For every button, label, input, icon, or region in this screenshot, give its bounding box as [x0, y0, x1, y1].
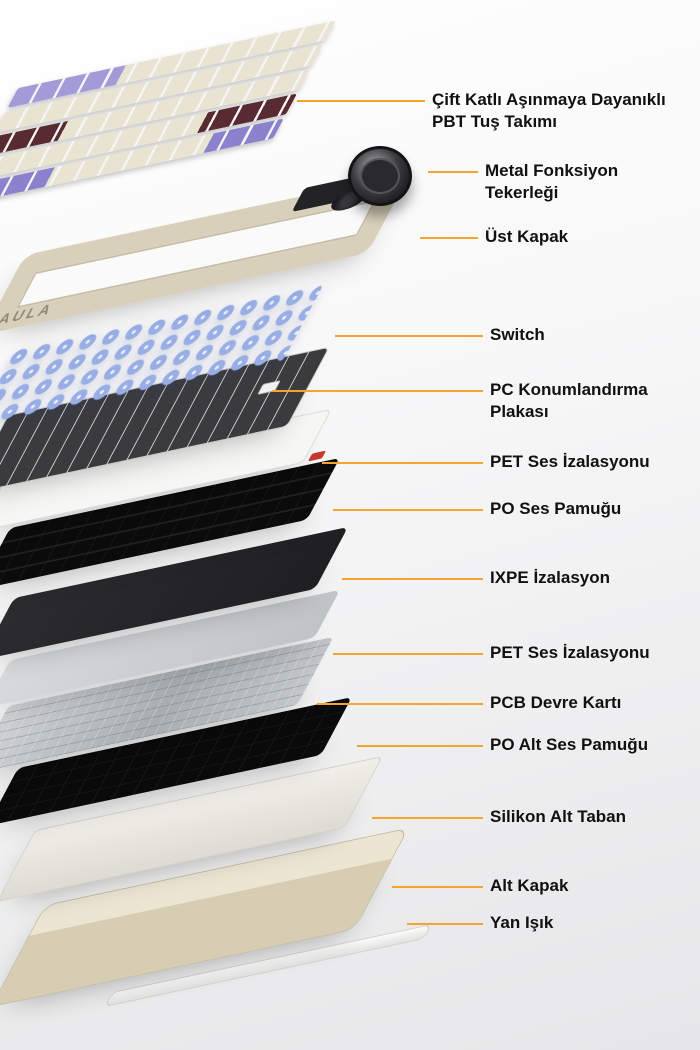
label-po-foam: PO Ses Pamuğu — [333, 498, 621, 520]
label-text: PO Alt Ses Pamuğu — [490, 735, 649, 754]
leader-line — [272, 390, 483, 392]
label-po-bottom-foam: PO Alt Ses Pamuğu — [357, 734, 648, 756]
label-text: Alt Kapak — [490, 876, 569, 895]
leader-line — [420, 237, 478, 239]
label-text: PCB Devre Kartı — [490, 693, 622, 712]
label-text: Yan Işık — [490, 913, 554, 932]
label-top-case: Üst Kapak — [420, 226, 568, 248]
leader-line — [335, 335, 483, 337]
label-pet-2: PET Ses İzalasyonu — [333, 642, 650, 664]
label-plate: PC Konumlandırma Plakası — [272, 379, 648, 423]
label-side-light: Yan Işık — [407, 912, 553, 934]
leader-line — [317, 703, 483, 705]
leader-line — [407, 923, 483, 925]
label-text: PET Ses İzalasyonu — [490, 643, 650, 662]
label-silicone-base: Silikon Alt Taban — [372, 806, 626, 828]
label-pet-1: PET Ses İzalasyonu — [322, 451, 650, 473]
leader-line — [322, 462, 483, 464]
label-ixpe: IXPE İzalasyon — [342, 567, 610, 589]
metal-knob — [348, 146, 412, 206]
label-text: Switch — [490, 325, 545, 344]
label-text: PO Ses Pamuğu — [490, 499, 622, 518]
layer-keycaps — [0, 20, 336, 207]
label-text: IXPE İzalasyon — [490, 568, 610, 587]
label-text: Üst Kapak — [485, 227, 569, 246]
label-text: PET Ses İzalasyonu — [490, 452, 650, 471]
label-pcb: PCB Devre Kartı — [317, 692, 621, 714]
leader-line — [297, 100, 425, 102]
leader-line — [333, 653, 483, 655]
leader-line — [392, 886, 483, 888]
brand-logo: AULA — [0, 300, 58, 329]
leader-line — [357, 745, 483, 747]
leader-line — [372, 817, 483, 819]
label-keycaps: Çift Katlı Aşınmaya Dayanıklı PBT Tuş Ta… — [297, 89, 666, 133]
label-text: Metal Fonksiyon Tekerleği — [485, 161, 619, 202]
label-text: PC Konumlandırma Plakası — [490, 380, 648, 421]
leader-line — [342, 578, 483, 580]
label-bottom-case: Alt Kapak — [392, 875, 568, 897]
leader-line — [428, 171, 478, 173]
label-text: Çift Katlı Aşınmaya Dayanıklı PBT Tuş Ta… — [432, 90, 666, 131]
label-text: Silikon Alt Taban — [490, 807, 627, 826]
leader-line — [333, 509, 483, 511]
metal-knob-top — [360, 158, 400, 194]
label-knob: Metal Fonksiyon Tekerleği — [428, 160, 618, 204]
label-switch: Switch — [335, 324, 545, 346]
